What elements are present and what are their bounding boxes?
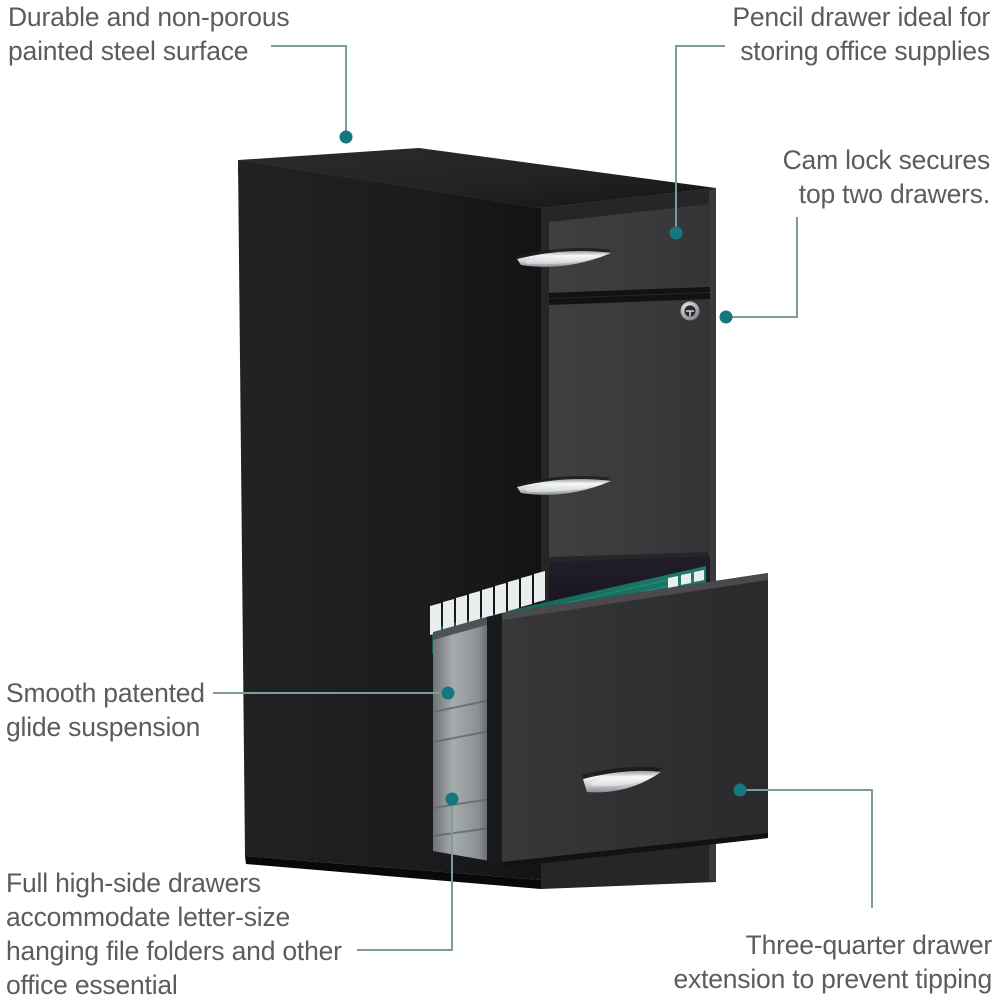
pencil-drawer-seam-bottom bbox=[549, 287, 710, 298]
pencil-drawer-face bbox=[549, 204, 710, 293]
callout-markers bbox=[339, 130, 747, 806]
marker-dot-pencil bbox=[669, 226, 683, 240]
callout-text-cam-lock: Cam lock secures top two drawers. bbox=[782, 145, 991, 209]
drawer-cast-shadow bbox=[245, 856, 541, 889]
middle-file-drawer[interactable] bbox=[516, 293, 710, 557]
callout-text-pencil: Pencil drawer ideal for storing office s… bbox=[732, 2, 990, 66]
marker-dot-threeq bbox=[733, 783, 747, 797]
marker-dot-durable bbox=[339, 130, 353, 144]
pencil-drawer-handle[interactable] bbox=[516, 248, 612, 267]
callout-text-three-quarter-extension: Three-quarter drawer extension to preven… bbox=[673, 930, 992, 994]
open-drawer-front bbox=[502, 573, 768, 868]
callout-text-durable: Durable and non-porous painted steel sur… bbox=[8, 2, 290, 66]
folder-tabs-right bbox=[668, 570, 704, 588]
marker-dot-glide bbox=[441, 686, 455, 700]
folder-tabs bbox=[430, 571, 545, 635]
leader-threeq bbox=[744, 789, 873, 908]
drawer-side-panel bbox=[433, 622, 490, 861]
middle-drawer-seam-top bbox=[549, 293, 710, 305]
callout-leaders bbox=[213, 45, 873, 951]
cabinet-top-surface bbox=[238, 148, 716, 208]
cabinet-body bbox=[238, 148, 768, 889]
drawer-side-top-rim bbox=[433, 616, 490, 640]
pencil-drawer[interactable] bbox=[516, 204, 710, 298]
callout-text-glide-suspension: Smooth patented glide suspension bbox=[6, 678, 205, 742]
middle-drawer-face bbox=[549, 298, 710, 557]
open-drawer-front-top-edge bbox=[502, 573, 768, 620]
marker-dot-camlock bbox=[719, 310, 733, 324]
callout-text-full-high-side: Full high-side drawers accommodate lette… bbox=[6, 868, 342, 1000]
open-drawer-front-bottom-edge bbox=[502, 833, 768, 868]
cam-lock[interactable] bbox=[680, 301, 700, 321]
drawer-front-return-edge bbox=[487, 613, 502, 868]
middle-drawer-handle[interactable] bbox=[516, 476, 612, 495]
marker-dot-fullhigh bbox=[445, 792, 459, 806]
cabinet-left-side-bottom-edge bbox=[245, 856, 541, 889]
open-drawer-handle[interactable] bbox=[582, 766, 662, 793]
leader-fullhigh bbox=[357, 803, 453, 951]
leader-pencil bbox=[675, 45, 725, 229]
drawer-side-banding bbox=[432, 699, 491, 837]
leader-camlock bbox=[730, 217, 798, 318]
leader-durable bbox=[271, 45, 347, 133]
